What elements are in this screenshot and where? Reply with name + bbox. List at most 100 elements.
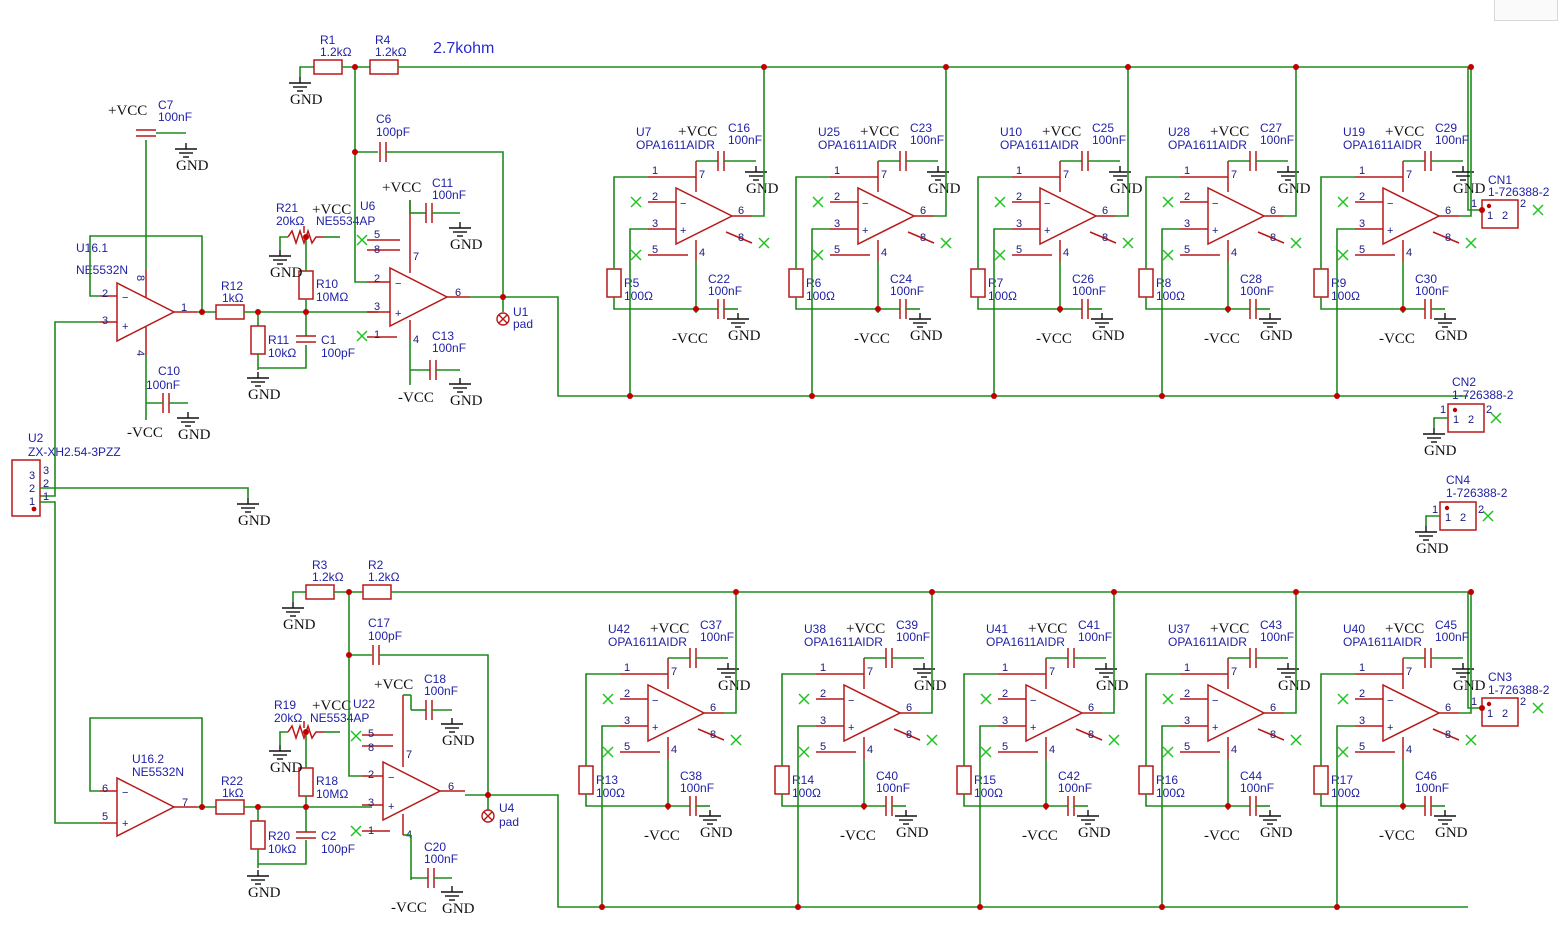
wire[interactable]	[811, 228, 830, 396]
capacitor-c20[interactable]: C20 100nF -VCC	[391, 834, 458, 916]
capacitor-c11[interactable]: +VCC C11 100nF	[382, 176, 466, 223]
resistor-r18[interactable]: R18 10MΩ	[298, 748, 348, 807]
junction-dot	[1225, 803, 1231, 809]
test-pad-u4[interactable]: U4 pad	[481, 795, 519, 829]
wire[interactable]	[797, 725, 816, 907]
opamp-u6[interactable]: − + U6 NE5534AP +VCC 5 8 2 3 1 7 4 6	[312, 199, 470, 346]
wire[interactable]	[585, 673, 620, 766]
capacitor-c13[interactable]: C13 100nF -VCC	[398, 329, 466, 406]
capacitor-c7[interactable]: C7 100nF +VCC	[108, 98, 192, 270]
wire[interactable]	[1284, 592, 1297, 714]
connector-u2[interactable]: 3 2 1 3 2 1 U2 ZX-XH2.54-3PZZ	[11, 431, 121, 517]
connector-cn1[interactable]: 1 2 1 2 CN1 1-726388-2	[1471, 173, 1550, 229]
test-pad-u1[interactable]: U1 pad	[496, 297, 533, 331]
wire[interactable]	[1145, 673, 1180, 766]
resistor-r3[interactable]: R3 1.2kΩ	[292, 558, 363, 602]
resistor-r10[interactable]: R10 10MΩ	[298, 252, 348, 312]
wire[interactable]	[781, 794, 864, 807]
wire[interactable]	[613, 176, 648, 269]
wire[interactable]	[601, 725, 620, 907]
potentiometer-r21[interactable]: R21 20kΩ	[276, 201, 340, 252]
wire[interactable]	[1459, 67, 1472, 217]
wire[interactable]	[920, 592, 933, 714]
toolbar-corner-button[interactable]	[1494, 0, 1558, 21]
resistor-r4[interactable]: R4 1.2kΩ	[369, 33, 1468, 75]
cap-value: 100nF	[1092, 133, 1126, 147]
capacitor-c2[interactable]: C2 100pF	[296, 807, 355, 856]
vcc-label: +VCC	[860, 124, 899, 140]
connector-cn3[interactable]: 1 2 1 2 CN3 1-726388-2	[1471, 670, 1550, 727]
wire[interactable]	[752, 67, 765, 217]
vcc-label: +VCC	[1210, 124, 1249, 140]
u22-value: NE5534AP	[310, 711, 369, 725]
opamp-u16-1[interactable]: − + U16.1 NE5532N 2 3 1 8 4	[76, 241, 197, 356]
resistor-r22[interactable]: R22 1kΩ	[197, 774, 372, 815]
wire[interactable]	[1102, 592, 1115, 714]
connector-cn4[interactable]: 1 2 1 2 CN4 1-726388-2	[1425, 473, 1508, 531]
ground-symbol: GND	[175, 143, 209, 174]
resistor-r1[interactable]: R1 1.2kΩ	[299, 33, 370, 77]
wire[interactable]	[1320, 794, 1403, 807]
wire[interactable]	[585, 794, 668, 807]
wire[interactable]	[1320, 176, 1355, 269]
resistor-r20[interactable]: R20 10kΩ	[250, 807, 307, 868]
connector-cn2[interactable]: 1 2 1 2 CN2 1-726388-2	[1433, 375, 1514, 433]
resistor-r12[interactable]: R12 1kΩ	[197, 279, 378, 320]
wire[interactable]	[979, 725, 998, 907]
pin: 3	[1184, 715, 1190, 727]
wire[interactable]	[1320, 297, 1403, 310]
wire[interactable]	[1459, 592, 1472, 714]
wire[interactable]	[977, 176, 1012, 269]
wire[interactable]	[1336, 228, 1355, 396]
res-value: 100Ω	[1331, 786, 1360, 800]
opamp-u22[interactable]: − + U22 NE5534AP +VCC 5 8 2 3 1 7 4 6	[310, 695, 465, 841]
wire[interactable]	[1336, 725, 1355, 907]
resistor-r11[interactable]: R11 10kΩ	[250, 312, 307, 370]
wire[interactable]	[1145, 297, 1228, 310]
wire[interactable]	[934, 67, 947, 217]
pin: 8	[368, 742, 374, 754]
capacitor-c1[interactable]: C1 100pF	[296, 312, 355, 360]
capacitor-c6[interactable]: C6 100pF	[376, 112, 504, 297]
wire[interactable]	[629, 228, 648, 396]
wire[interactable]	[993, 228, 1012, 396]
pin: 4	[413, 334, 419, 346]
wire[interactable]	[963, 794, 1046, 807]
wire[interactable]	[1145, 794, 1228, 807]
capacitor-c17[interactable]: C17 100pF	[368, 616, 489, 795]
wire[interactable]	[1145, 176, 1180, 269]
pin: 8	[374, 244, 380, 256]
buffer-ref: U37	[1168, 622, 1190, 636]
junction-dot	[1057, 306, 1063, 312]
wire[interactable]	[977, 297, 1060, 310]
wire[interactable]	[1284, 67, 1297, 217]
wire[interactable]	[795, 297, 878, 310]
wire[interactable]	[1320, 673, 1355, 766]
potentiometer-r19[interactable]: R19 20kΩ	[274, 698, 340, 748]
opamp-u16-2[interactable]: − + U16.2 NE5532N 6 5 7	[100, 752, 197, 838]
wire[interactable]	[1116, 67, 1129, 217]
capacitor-c10[interactable]: C10 100nF -VCC	[127, 355, 188, 441]
wire[interactable]	[1161, 228, 1180, 396]
r1-value: 1.2kΩ	[320, 45, 352, 59]
pin: 8	[710, 729, 716, 741]
wire[interactable]	[613, 297, 696, 310]
resistor-r2[interactable]: R2 1.2kΩ	[362, 558, 1468, 600]
ground-symbol: GND	[1423, 428, 1457, 459]
capacitor-c18[interactable]: +VCC C18 100nF	[374, 672, 458, 720]
wire[interactable]	[963, 673, 998, 766]
wire[interactable]	[724, 592, 737, 714]
wire[interactable]	[1161, 725, 1180, 907]
wire[interactable]	[795, 176, 830, 269]
wire[interactable]	[781, 673, 816, 766]
